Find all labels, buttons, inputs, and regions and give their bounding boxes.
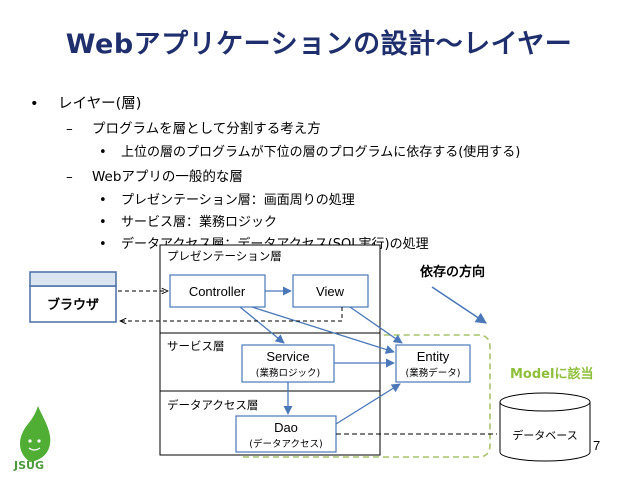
jsug-leaf-icon — [20, 406, 51, 462]
arrow-view-browser — [120, 307, 343, 321]
bullet-item-a-text: プログラムを層として分割する考え方 — [92, 121, 321, 137]
arrow-view-entity — [349, 306, 403, 344]
model-note-label: Modelに該当 — [510, 366, 593, 382]
browser-box — [29, 285, 117, 323]
bullet-item-a-sub-text: 上位の層のプログラムが下位の層のプログラムに依存する(使用する) — [121, 145, 521, 160]
entity-label: Entity — [417, 349, 450, 364]
controller-label: Controller — [189, 284, 246, 299]
dependency-direction-label: 依存の方向 — [420, 264, 485, 280]
arrow-controller-service — [239, 306, 285, 344]
entity-box — [395, 344, 471, 383]
browser-box-topbar — [29, 271, 117, 287]
view-label: View — [316, 284, 345, 299]
dependency-direction-arrow — [431, 286, 487, 324]
model-region — [237, 334, 491, 458]
dao-label: Dao — [274, 420, 298, 435]
bullet-item-b-sub: •プレゼンテーション層：画面周りの処理 — [99, 193, 355, 208]
bullet-item-a: –プログラムを層として分割する考え方 — [66, 121, 321, 137]
jsug-logo-text: JSUG — [14, 459, 44, 472]
layer-service-label: サービス層 — [167, 339, 225, 353]
controller-box — [169, 274, 266, 308]
view-box — [292, 274, 369, 308]
bullet-item-b: –Webアプリの一般的な層 — [66, 169, 243, 185]
bullet-level1: •レイヤー(層) — [30, 96, 142, 112]
layer-dataaccess-label: データアクセス層 — [167, 398, 258, 412]
entity-sub-label: (業務データ) — [406, 367, 461, 379]
slide-title: Webアプリケーションの設計〜レイヤー — [65, 29, 573, 60]
bullet-item-b-sub-text: サービス層：業務ロジック — [121, 215, 278, 230]
browser-label: ブラウザ — [47, 297, 99, 313]
bullet-item-a-sub: •上位の層のプログラムが下位の層のプログラムに依存する(使用する) — [99, 145, 521, 160]
bullet-level1-text: レイヤー(層) — [58, 96, 142, 112]
bullet-item-b-sub-text: プレゼンテーション層：画面周りの処理 — [121, 193, 355, 208]
bullet-item-b-sub: •サービス層：業務ロジック — [99, 215, 278, 230]
dao-box — [235, 415, 337, 453]
arrow-dao-entity — [335, 383, 401, 425]
dao-sub-label: (データアクセス) — [249, 438, 322, 450]
page-number: 7 — [593, 438, 601, 453]
layer-presentation-label: プレゼンテーション層 — [167, 249, 282, 263]
bullet-item-b-text: Webアプリの一般的な層 — [92, 169, 243, 185]
database-label: データベース — [512, 428, 577, 442]
service-label: Service — [266, 349, 309, 364]
service-sub-label: (業務ロジック) — [256, 367, 320, 379]
arrow-controller-entity — [251, 306, 395, 354]
database-icon — [499, 392, 591, 462]
